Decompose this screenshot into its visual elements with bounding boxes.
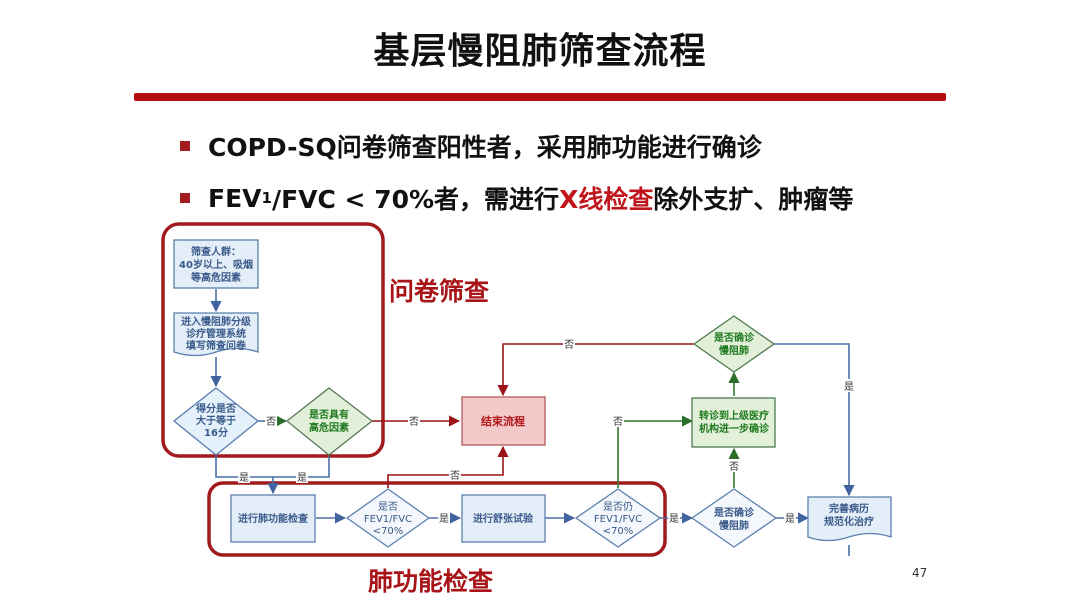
lung-function-group-frame [207, 481, 667, 557]
edge-yes-merge [215, 456, 330, 478]
edge-label-no: 否 [613, 416, 623, 428]
bullet-subscript: 1 [261, 189, 272, 207]
node-text: 诊疗管理系统 [186, 327, 246, 340]
edge-label-yes: 是 [669, 513, 679, 525]
node-text: 是否确诊 [713, 506, 755, 519]
node-text: 完善病历 [829, 502, 869, 515]
node-text: <70% [373, 526, 404, 537]
bullet-text: COPD-SQ问卷筛查阳性者，采用肺功能进行确诊 [208, 133, 762, 162]
edge-label-yes: 是 [297, 472, 307, 484]
node-confirm-copd: 是否确诊 慢阻肺 [690, 488, 778, 548]
bullet-text-pre: FEV [208, 183, 262, 213]
node-fev-check-1: 是否 FEV1/FVC <70% [345, 488, 431, 548]
node-fev-check-2: 是否仍 FEV1/FVC <70% [574, 488, 662, 548]
node-text: 是否仍 [603, 501, 633, 513]
group-label-questionnaire: 问卷筛查 [389, 277, 489, 306]
node-text: 40岁以上、吸烟 [179, 258, 253, 271]
node-text: 高危因素 [309, 421, 349, 434]
node-population: 筛查人群： 40岁以上、吸烟 等高危因素 [173, 239, 259, 289]
node-text: FEV1/FVC [364, 514, 412, 525]
edge-label-yes: 是 [785, 513, 795, 525]
edge-upper-confirm-to-care [774, 343, 855, 497]
edge-label-yes: 是 [239, 472, 249, 484]
node-text: 是否确诊 [713, 331, 755, 344]
title-divider [134, 93, 946, 101]
node-text: FEV1/FVC [594, 514, 642, 525]
node-score-check: 得分是否 大于等于 16分 [172, 387, 260, 456]
node-risk-check: 是否具有 高危因素 [285, 387, 374, 456]
edge-upper-confirm-to-end [497, 343, 694, 397]
edge-label-no: 否 [450, 470, 460, 482]
node-text: 是否 [378, 501, 398, 513]
bullet-square-icon [180, 193, 190, 203]
node-text: 进入慢阻肺分级 [181, 315, 252, 328]
node-enter-system: 进入慢阻肺分级 诊疗管理系统 填写筛查问卷 [173, 312, 259, 357]
node-confirm-copd-upper: 是否确诊 慢阻肺 [692, 315, 776, 373]
node-lung-test: 进行肺功能检查 [230, 494, 316, 543]
bullet-highlight: X线检查 [559, 185, 654, 214]
node-text: 16分 [204, 426, 228, 439]
questionnaire-group-frame [161, 222, 385, 458]
bullet-text-mid: /FVC < 70%者，需进行 [271, 185, 560, 214]
node-text: 结束流程 [480, 414, 525, 428]
node-text: 填写筛查问卷 [186, 339, 247, 352]
node-end-flow: 结束流程 [461, 396, 546, 446]
edge-label-no: 否 [564, 339, 574, 351]
node-text: 慢阻肺 [719, 519, 749, 532]
node-standard-care: 完善病历 规范化治疗 [807, 496, 892, 542]
node-text: 规范化治疗 [824, 515, 874, 528]
edge-label-yes: 是 [844, 381, 854, 393]
page-number: 47 [912, 566, 928, 580]
node-text: 得分是否 [195, 402, 236, 415]
node-text: 是否具有 [308, 408, 349, 421]
edge-label-no: 否 [409, 416, 419, 428]
node-text: 进行舒张试验 [473, 512, 534, 525]
slide-title: 基层慢阻肺筛查流程 [373, 31, 707, 72]
node-text: 转诊到上级医疗 [699, 409, 769, 422]
edge-fev2-to-referral [617, 415, 694, 488]
bullet-text-post: 除外支扩、肿瘤等 [653, 185, 854, 214]
node-text: <70% [603, 526, 634, 537]
edge-label-yes: 是 [439, 513, 449, 525]
edge-label-no: 否 [729, 461, 739, 473]
bullet-square-icon [180, 141, 190, 151]
node-bronchodilator-test: 进行舒张试验 [461, 494, 546, 543]
node-text: 进行肺功能检查 [238, 512, 309, 525]
node-text: 机构进一步确诊 [699, 422, 770, 435]
group-label-lung-function: 肺功能检查 [368, 567, 493, 596]
edge-fev1-to-end [387, 445, 509, 488]
node-text: 慢阻肺 [719, 344, 749, 357]
node-referral: 转诊到上级医疗 机构进一步确诊 [691, 397, 776, 448]
edge-label-no: 否 [266, 416, 276, 428]
node-text: 筛查人群： [191, 245, 241, 258]
node-text: 等高危因素 [191, 271, 241, 284]
node-text: 大于等于 [196, 414, 236, 427]
bullet-item-1: COPD-SQ问卷筛查阳性者，采用肺功能进行确诊 [180, 128, 762, 164]
